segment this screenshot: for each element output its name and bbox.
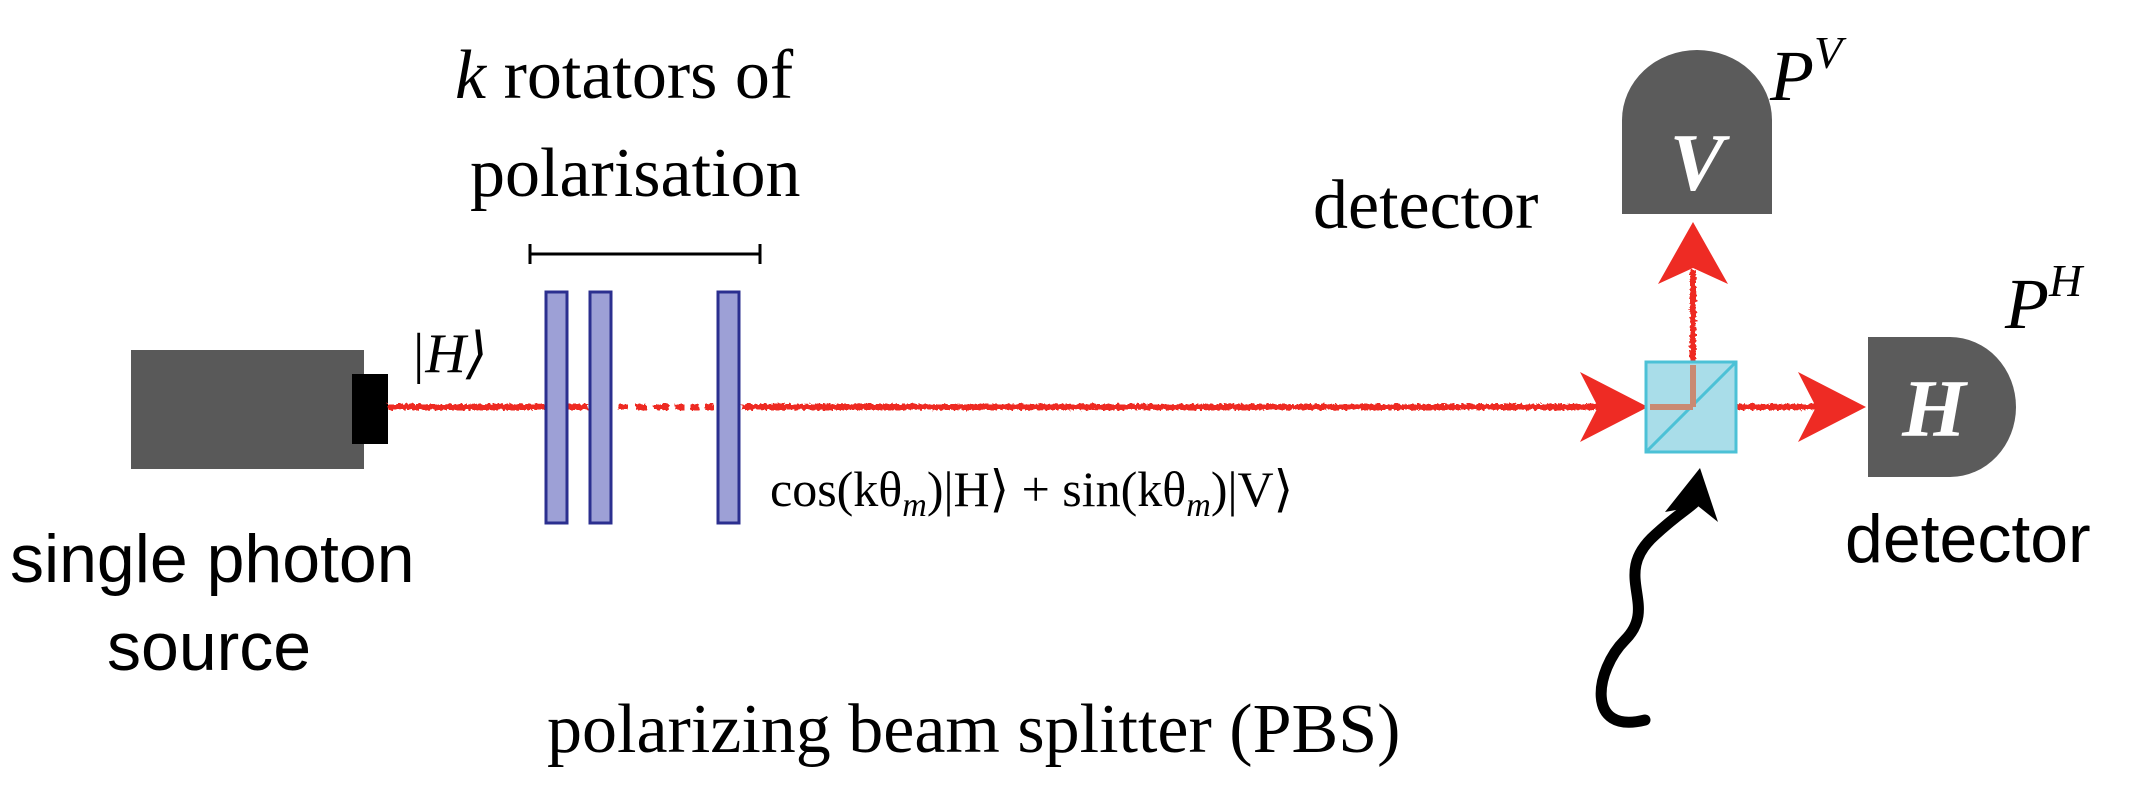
beam-arrowhead-to-pbs bbox=[1580, 372, 1648, 442]
detector-v: V bbox=[1622, 50, 1772, 214]
rotators-label-line1: k rotators of bbox=[455, 37, 794, 114]
rotator-plate-2 bbox=[588, 290, 613, 525]
rotators-label-line2: polarisation bbox=[470, 135, 800, 212]
source-body bbox=[131, 350, 364, 469]
single-photon-source bbox=[131, 350, 388, 469]
probability-h-label: PH bbox=[2004, 255, 2085, 344]
rotator-plate-k bbox=[716, 290, 741, 525]
beam-arrowhead-to-v-detector bbox=[1658, 222, 1728, 284]
detector-v-letter: V bbox=[1670, 117, 1731, 208]
output-state-label: cos(kθm)|H⟩ + sin(kθm)|V⟩ bbox=[770, 461, 1293, 524]
beam-arrowhead-to-h-detector bbox=[1798, 372, 1866, 442]
rotators-label-text: rotators of bbox=[486, 37, 794, 114]
source-label-line1: single photon bbox=[10, 521, 415, 597]
pbs-cube bbox=[1644, 360, 1738, 454]
detector-h-label: detector bbox=[1845, 501, 2091, 577]
rotator-plate-1 bbox=[544, 290, 569, 525]
rotators-count-k: k bbox=[455, 37, 488, 114]
probability-v-label: PV bbox=[1769, 27, 1847, 116]
pbs-pointer-arrow bbox=[1595, 468, 1718, 728]
detector-h-letter: H bbox=[1901, 363, 1968, 454]
polarisation-rotators bbox=[544, 290, 741, 525]
detector-h: H bbox=[1868, 337, 2016, 477]
source-aperture bbox=[352, 374, 388, 444]
input-state-label: |H⟩ bbox=[410, 323, 488, 385]
pbs-label: polarizing beam splitter (PBS) bbox=[547, 691, 1400, 768]
rotators-bracket bbox=[528, 244, 762, 264]
source-label-line2: source bbox=[107, 609, 311, 685]
detector-v-label: detector bbox=[1313, 167, 1538, 244]
